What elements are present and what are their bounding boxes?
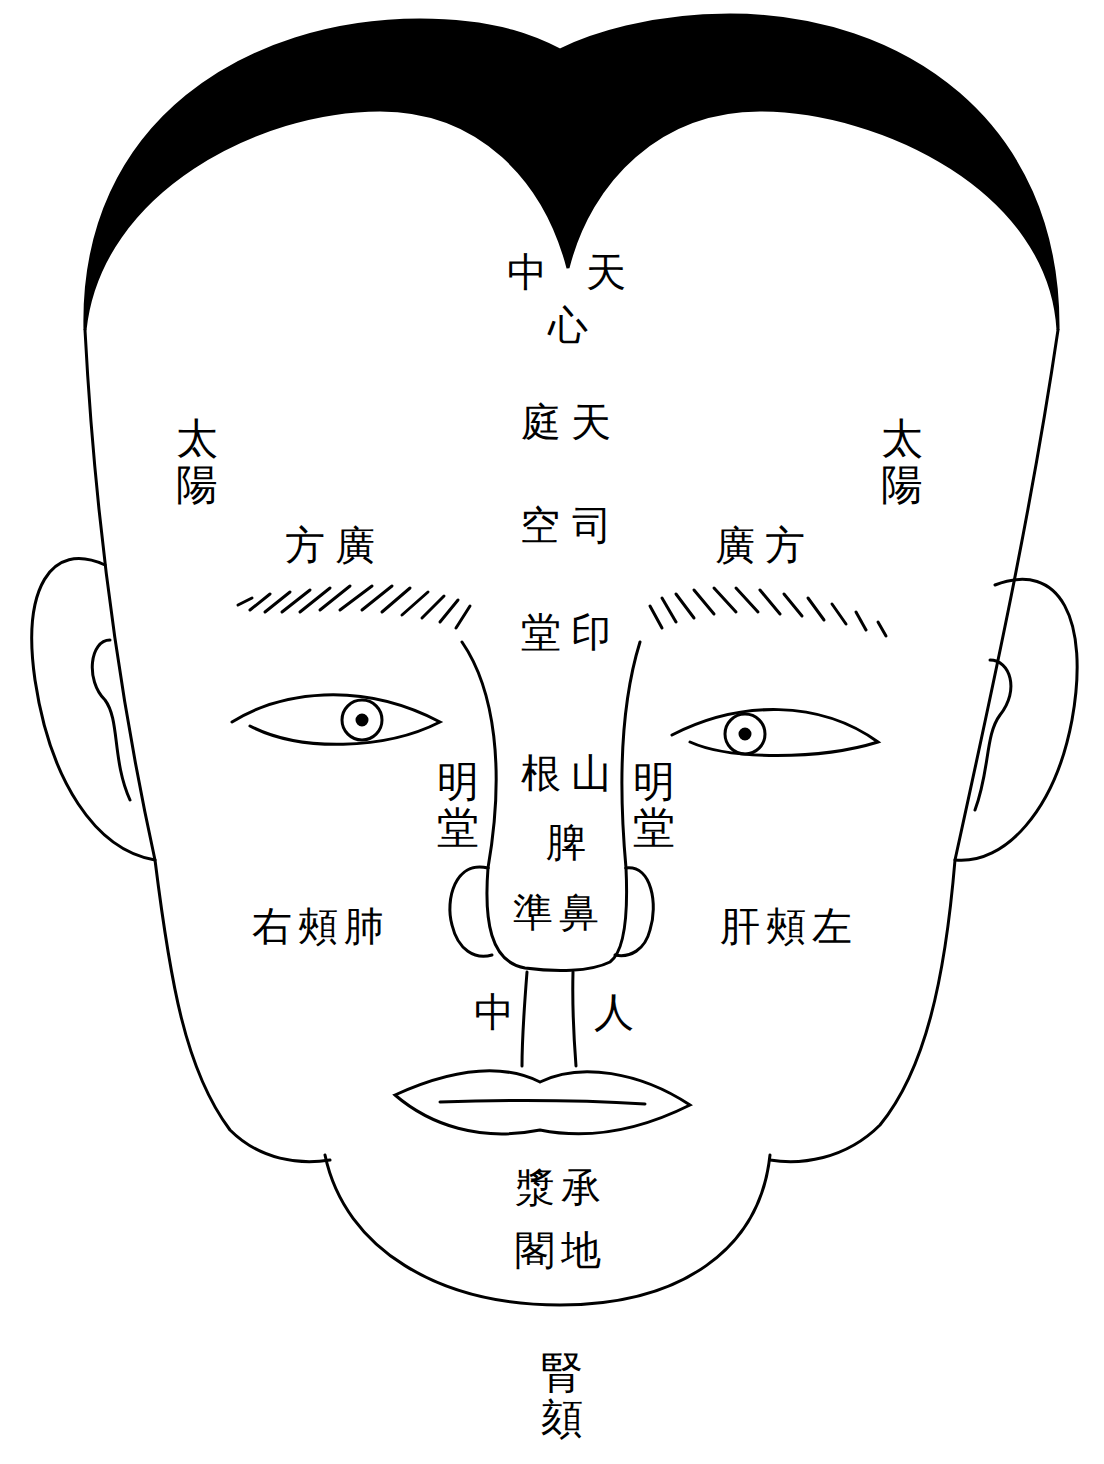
eye <box>725 714 765 754</box>
region-label: 右頰肺 <box>246 904 390 948</box>
eye <box>232 695 440 744</box>
region-label: 明堂 <box>437 759 479 851</box>
eye <box>672 710 878 756</box>
region-label: 脾 <box>546 820 586 864</box>
region-label: 庭天 <box>511 400 621 444</box>
ear <box>92 640 130 800</box>
region-label: 肝頰左 <box>714 904 858 948</box>
region-label: 中天 <box>468 250 665 294</box>
region-label: 人 <box>594 990 634 1034</box>
region-label: 空司 <box>508 503 624 547</box>
region-label: 準鼻 <box>507 890 605 934</box>
region-label: 明堂 <box>633 759 675 851</box>
philtrum <box>573 972 576 1066</box>
region-label: 太陽 <box>881 416 923 508</box>
region-label: 太陽 <box>176 416 218 508</box>
region-label: 心 <box>548 303 588 347</box>
nose <box>450 867 492 956</box>
region-label: 中 <box>474 990 514 1034</box>
mouth <box>395 1071 690 1134</box>
eye <box>342 700 382 740</box>
eye <box>357 715 367 725</box>
ear <box>975 660 1011 810</box>
ear <box>32 559 155 860</box>
hair <box>85 15 1058 330</box>
mouth <box>440 1101 645 1104</box>
nose <box>487 868 627 970</box>
eye <box>740 729 750 739</box>
face-outline <box>770 330 1058 1162</box>
region-label: 根山 <box>511 751 621 795</box>
region-label: 漿承 <box>509 1165 607 1209</box>
region-label: 方廣 <box>275 523 385 567</box>
ear <box>955 579 1077 860</box>
face-outline <box>85 330 330 1162</box>
region-label: 堂印 <box>511 610 621 654</box>
region-label: 廣方 <box>705 523 815 567</box>
chin-outline <box>325 1155 770 1305</box>
region-label: 閣地 <box>509 1228 607 1272</box>
region-label: 腎頦 <box>541 1350 583 1442</box>
philtrum <box>522 972 527 1066</box>
